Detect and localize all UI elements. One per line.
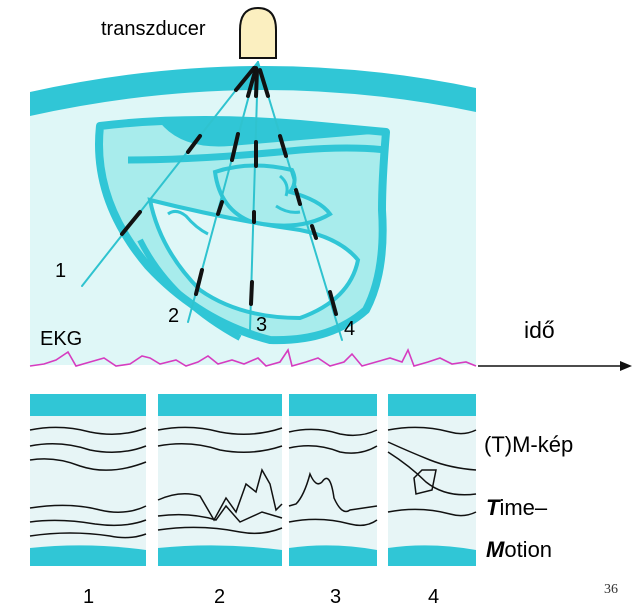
motion-trace: [157, 504, 283, 523]
panel-label-4: 4: [428, 586, 440, 608]
heart: [95, 115, 390, 345]
motion-trace: [29, 443, 147, 453]
echo-marker: [246, 66, 258, 98]
aortic-valve-box-trace: [413, 469, 437, 495]
echo-marker: [216, 200, 224, 216]
panel-bottom-band: [388, 545, 476, 566]
echo-marker: [194, 268, 204, 296]
echo-marker: [328, 290, 338, 316]
motion-trace: [29, 504, 147, 513]
ekg-trace: [29, 348, 477, 367]
motion-trace: [387, 451, 477, 496]
motion-trace: [157, 426, 283, 435]
beam-1: [81, 61, 259, 287]
motion-trace: [29, 426, 147, 435]
panel-top-band: [388, 394, 476, 416]
motion-traces: [288, 428, 378, 527]
apex-wall: [137, 238, 242, 341]
beam-label-1: 1: [55, 260, 67, 282]
transducer-label: transzducer: [101, 18, 206, 40]
motion-trace: [288, 428, 378, 437]
motion-word: Motion: [486, 537, 552, 563]
panel-bottom-band: [158, 545, 282, 566]
panel-label-3: 3: [330, 586, 342, 608]
right-ventricle-wall: [158, 117, 372, 147]
transducer-body: [239, 6, 277, 59]
echo-markers: [120, 66, 338, 316]
m-mode-panel-2: [157, 394, 283, 566]
beam-label-3: 3: [256, 314, 268, 336]
motion-trace: [29, 532, 147, 539]
motion-rest: otion: [504, 537, 553, 562]
motion-trace: [29, 458, 147, 471]
transducer-probe: [239, 6, 277, 59]
panel-bottom-band: [30, 545, 146, 566]
motion-trace: [157, 443, 283, 453]
panel-background: [388, 394, 476, 566]
motion-trace: [288, 518, 378, 527]
panel-top-band: [30, 394, 146, 416]
echo-marker: [310, 224, 318, 240]
aorta-outline: [212, 163, 333, 228]
time-arrowhead: [620, 361, 632, 371]
echo-marker: [230, 132, 240, 162]
motion-trace: [288, 445, 378, 454]
page-number: 36: [604, 582, 618, 597]
motion-trace: [288, 471, 378, 513]
panel-bottom-band: [289, 545, 377, 566]
motion-traces: [157, 426, 283, 535]
echo-marker: [234, 66, 256, 92]
echo-marker: [186, 134, 202, 154]
motion-trace: [157, 468, 283, 522]
ultrasound-beams: [81, 61, 343, 341]
motion-initial: M: [486, 537, 505, 562]
ekg-label: EKG: [40, 328, 83, 350]
motion-traces: [29, 426, 147, 539]
m-mode-label: (T)M-kép: [484, 432, 574, 457]
time-axis-arrow: [478, 361, 632, 371]
m-mode-panel-1: [29, 394, 147, 566]
motion-trace: [387, 508, 477, 517]
time-label: idő: [524, 317, 555, 343]
panel-label-1: 1: [83, 586, 95, 608]
chest-wall-band: [30, 65, 476, 116]
panel-background: [289, 394, 377, 566]
motion-trace: [157, 526, 283, 535]
panel-background: [158, 394, 282, 566]
m-mode-panel-4: [387, 394, 477, 566]
beam-label-4: 4: [344, 318, 356, 340]
echo-marker: [254, 68, 259, 98]
time-word: Time–: [486, 495, 547, 521]
panel-top-band: [158, 394, 282, 416]
echo-marker: [120, 210, 142, 236]
panel-background: [30, 394, 146, 566]
motion-trace: [387, 441, 477, 471]
motion-traces: [387, 426, 477, 517]
echo-marker: [278, 134, 288, 158]
panel-label-2: 2: [214, 586, 226, 608]
echo-marker: [258, 68, 270, 98]
time-rest: ime–: [499, 495, 548, 520]
echo-marker: [294, 188, 302, 206]
time-initial: T: [486, 495, 500, 520]
mitral-valve-leaflet: [167, 209, 209, 236]
m-mode-panel-3: [288, 394, 378, 566]
motion-trace: [387, 426, 477, 435]
aortic-valve: [275, 174, 301, 214]
motion-trace: [29, 519, 147, 527]
beam-label-2: 2: [168, 305, 180, 327]
panel-top-band: [289, 394, 377, 416]
echo-marker: [249, 280, 254, 306]
